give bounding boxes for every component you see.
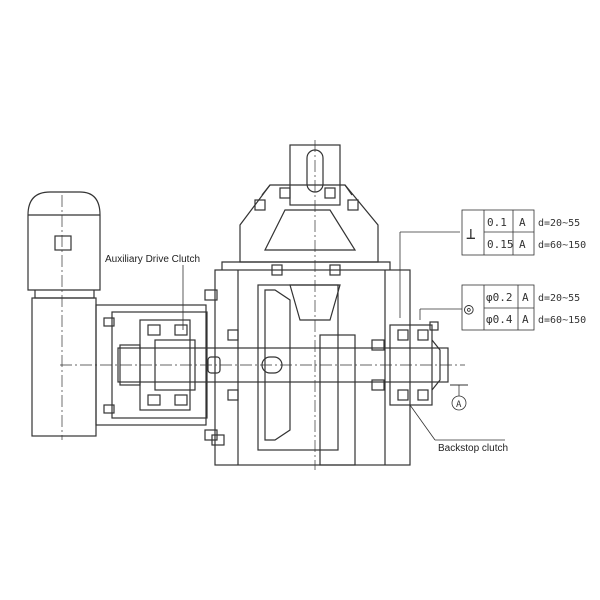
tolerance-value: φ0.2	[486, 291, 513, 304]
tolerance-value: 0.1	[487, 216, 507, 229]
datum-a-marker	[451, 395, 467, 411]
backstop-clutch-assembly	[389, 321, 441, 406]
auxiliary-drive-clutch-label: Auxiliary Drive Clutch	[105, 254, 200, 265]
tolerance-range: d=60~150	[538, 240, 586, 251]
input-shaft	[117, 347, 449, 383]
perpendicularity-frame	[461, 209, 535, 256]
tolerance-datum: A	[522, 313, 529, 326]
tolerance-datum: A	[519, 238, 526, 251]
gearbox-housing	[211, 261, 411, 466]
tolerance-range: d=20~55	[538, 293, 580, 304]
tolerance-value: φ0.4	[486, 313, 513, 326]
auxiliary-drive-clutch	[95, 289, 218, 441]
tolerance-value: 0.15	[487, 238, 514, 251]
output-shaft-housing	[239, 144, 379, 276]
coaxiality-frame	[461, 284, 535, 331]
perpendicularity-symbol: ⊥	[466, 224, 476, 243]
motor	[27, 191, 101, 437]
coaxiality-symbol: ◎	[464, 299, 474, 318]
datum-label: A	[456, 400, 462, 410]
tolerance-range: d=60~150	[538, 315, 586, 326]
tolerance-range: d=20~55	[538, 218, 580, 229]
backstop-clutch-label: Backstop clutch	[438, 443, 508, 454]
tolerance-datum: A	[519, 216, 526, 229]
tolerance-datum: A	[522, 291, 529, 304]
